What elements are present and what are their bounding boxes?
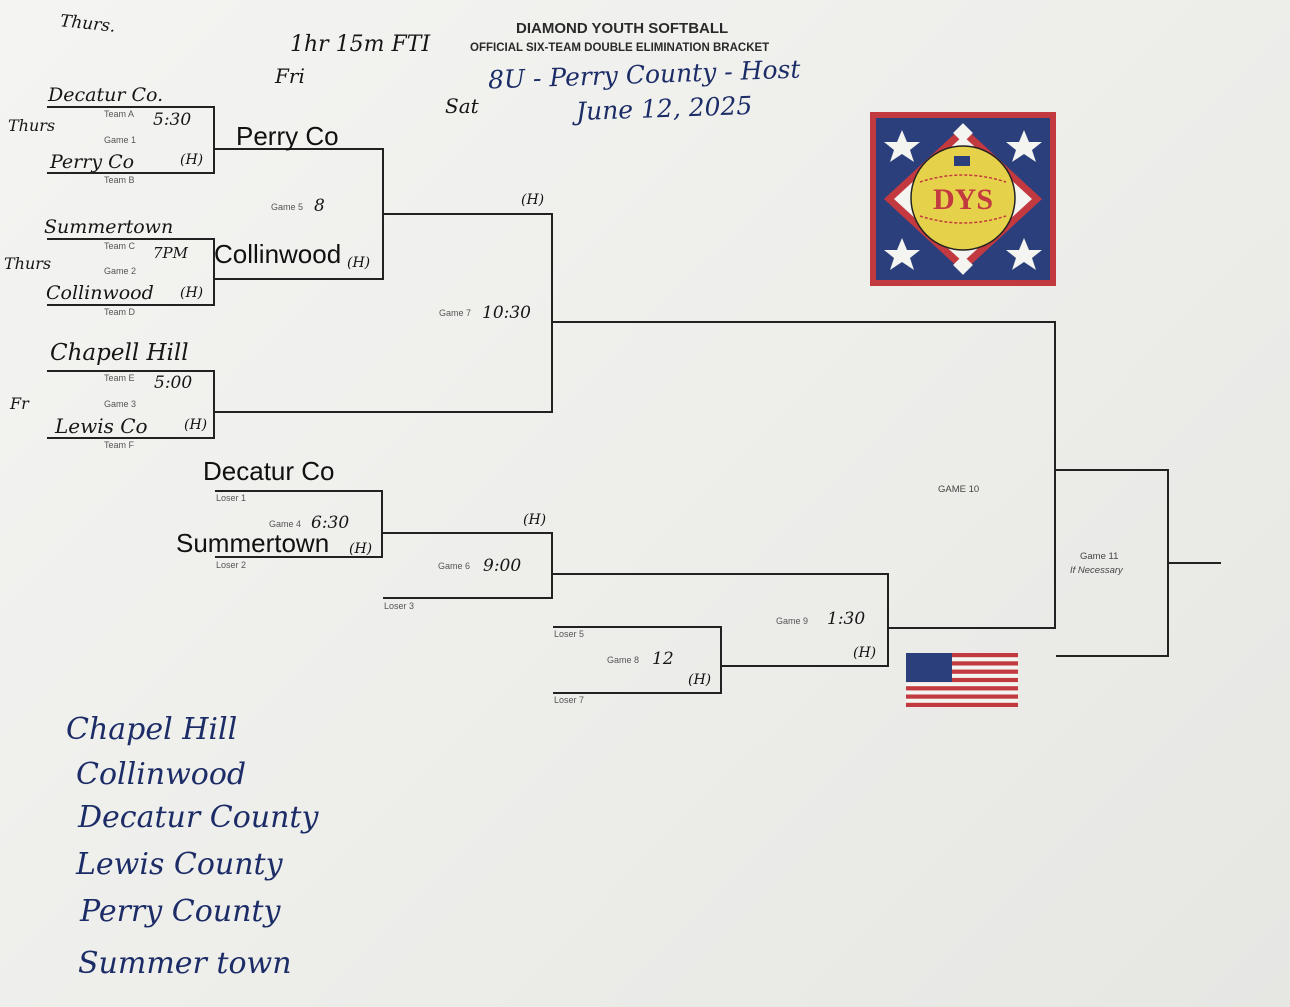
note-event-line1: 8U - Perry County - Host xyxy=(487,54,801,95)
g6-label: Game 6 xyxy=(438,561,471,571)
g2-team-c: Summertown xyxy=(44,216,174,238)
g8-home-marker: (H) xyxy=(688,672,712,688)
g1-team-b: Perry Co xyxy=(50,151,135,173)
g4-loser2-tag: Loser 2 xyxy=(216,560,247,570)
g11-label: Game 11 xyxy=(1080,551,1119,562)
g1-team-a: Decatur Co. xyxy=(48,84,164,106)
g7-label: Game 7 xyxy=(439,308,472,318)
g11-note: If Necessary xyxy=(1070,565,1123,576)
g3-label: Game 3 xyxy=(104,399,137,409)
g2-team-d-tag: Team D xyxy=(104,307,136,317)
team-list-item: Summer town xyxy=(78,946,292,981)
g1-home-marker: (H) xyxy=(180,152,204,168)
g3-team-f: Lewis Co xyxy=(55,414,148,438)
g1-label: Game 1 xyxy=(104,135,137,145)
g7-time: 10:30 xyxy=(482,303,531,323)
note-fri: Fri xyxy=(275,64,305,88)
g1-team-a-tag: Team A xyxy=(104,109,135,119)
team-list-item: Chapel Hill xyxy=(66,712,238,747)
note-thurs-top: Thurs. xyxy=(59,11,117,37)
g5-time: 8 xyxy=(314,196,325,216)
g8-loser5-tag: Loser 5 xyxy=(554,629,585,639)
g1-day: Thurs xyxy=(8,116,56,135)
g3-team-e: Chapell Hill xyxy=(50,340,189,366)
note-sat: Sat xyxy=(445,94,479,118)
g2-home-marker: (H) xyxy=(180,285,204,301)
g4-bottom-team: Summertown xyxy=(176,528,330,558)
g3-team-f-tag: Team F xyxy=(104,440,135,450)
g6-loser3-tag: Loser 3 xyxy=(384,601,415,611)
g1-time: 5:30 xyxy=(153,110,192,130)
g8-loser7-tag: Loser 7 xyxy=(554,695,585,705)
g1-team-b-tag: Team B xyxy=(104,175,135,185)
team-list-item: Collinwood xyxy=(76,757,247,792)
g2-team-d: Collinwood xyxy=(46,282,154,304)
team-list-item: Decatur County xyxy=(78,800,319,835)
g5-top-team: Perry Co xyxy=(236,121,339,151)
g7-home-marker: (H) xyxy=(521,192,545,208)
g2-team-c-tag: Team C xyxy=(104,241,136,251)
g6-time: 9:00 xyxy=(483,556,522,576)
g4-label: Game 4 xyxy=(269,519,302,529)
g9-label: Game 9 xyxy=(776,616,809,626)
note-event-date: June 12, 2025 xyxy=(575,90,753,127)
g3-time: 5:00 xyxy=(154,373,193,393)
g4-time: 6:30 xyxy=(311,513,350,533)
bracket-subtitle: OFFICIAL SIX-TEAM DOUBLE ELIMINATION BRA… xyxy=(470,42,770,54)
g8-label: Game 8 xyxy=(607,655,640,665)
g3-home-marker: (H) xyxy=(184,417,208,433)
g4-loser1-tag: Loser 1 xyxy=(216,493,247,503)
g5-home-marker: (H) xyxy=(347,255,371,271)
g9-time: 1:30 xyxy=(827,609,866,629)
bracket-title: DIAMOND YOUTH SOFTBALL xyxy=(516,20,729,37)
g2-time: 7PM xyxy=(153,244,188,262)
g10-label: GAME 10 xyxy=(938,484,980,495)
g6-home-marker: (H) xyxy=(523,512,547,528)
g3-team-e-tag: Team E xyxy=(104,373,135,383)
team-list-item: Lewis County xyxy=(76,847,283,882)
note-time-limit: 1hr 15m FTI xyxy=(290,32,431,57)
g8-time: 12 xyxy=(652,649,674,669)
g5-label: Game 5 xyxy=(271,202,304,212)
g2-day: Thurs xyxy=(4,254,52,273)
dys-logo: DYS xyxy=(870,112,1056,286)
g4-top-team: Decatur Co xyxy=(203,456,335,486)
team-list-item: Perry County xyxy=(80,894,281,929)
g9-home-marker: (H) xyxy=(853,645,877,661)
g3-day: Fr xyxy=(10,394,29,413)
g4-home-marker: (H) xyxy=(349,541,373,557)
g2-label: Game 2 xyxy=(104,266,137,276)
g5-bottom-team: Collinwood xyxy=(214,239,342,269)
logo-text: DYS xyxy=(933,183,993,216)
us-flag-icon xyxy=(906,653,1018,707)
